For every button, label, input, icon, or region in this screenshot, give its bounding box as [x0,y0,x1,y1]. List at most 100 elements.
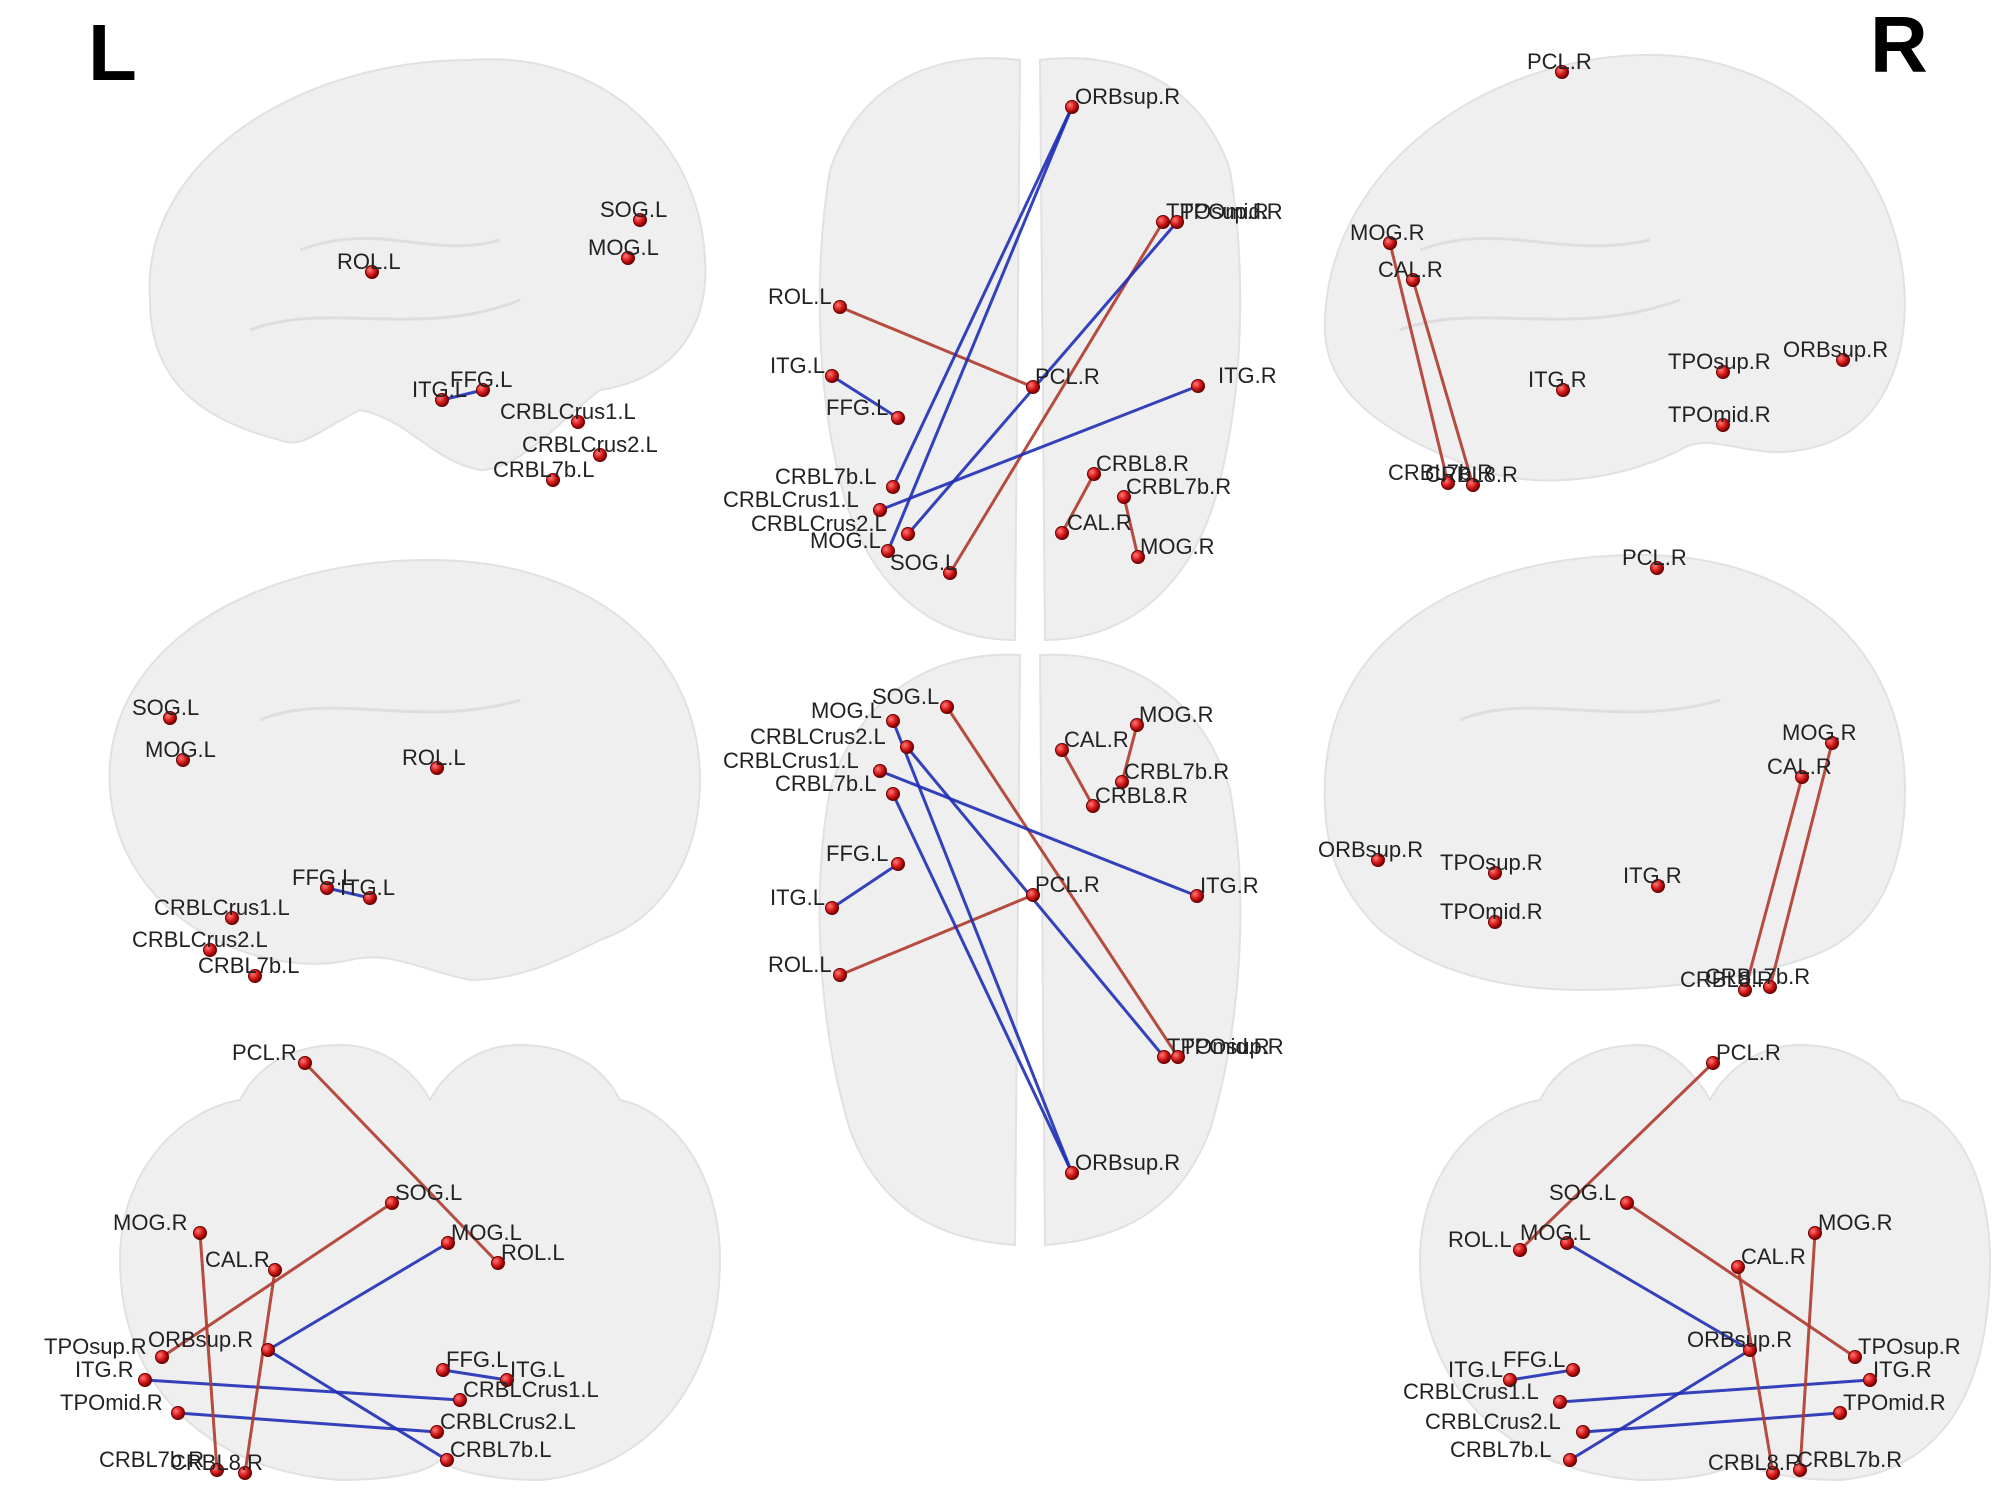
node-coronal-right-CRBL8.R [1766,1466,1780,1480]
left-hemisphere-label: L [88,8,137,97]
node-lateral-left-MOG.L [621,251,635,265]
edge-coronal-right-CRBL7b.R-MOG.R [1798,1231,1817,1472]
node-label-coronal-left-FFG.L: FFG.L [446,1347,508,1372]
node-axial-bottom-TPOsup.R [1171,1050,1185,1064]
node-coronal-right-CRBL7b.L [1563,1453,1577,1467]
node-axial-bottom-CRBL7b.L [886,787,900,801]
node-coronal-left-ITG.R [138,1373,152,1387]
brain-lateral-right [1323,53,1907,482]
node-axial-top-CRBL8.R [1087,467,1101,481]
edge-coronal-right-MOG.L-ORBsup.R [1565,1241,1752,1352]
node-label-medial-right-PCL.R: PCL.R [1622,545,1687,570]
node-label-medial-left-ITG.L: ITG.L [340,875,395,900]
node-label-lateral-left-CRBL7b.L: CRBL7b.L [493,457,595,482]
edge-coronal-right-CRBL8.R-CAL.R [1736,1265,1775,1475]
node-label-lateral-right-PCL.R: PCL.R [1527,49,1592,74]
node-coronal-left-MOG.L [441,1236,455,1250]
node-coronal-left-MOG.R [193,1226,207,1240]
node-axial-top-SOG.L [943,566,957,580]
node-label-coronal-left-MOG.R: MOG.R [113,1210,188,1235]
node-label-axial-top-ORBsup.R: ORBsup.R [1075,84,1180,109]
node-label-lateral-left-SOG.L: SOG.L [600,197,667,222]
node-lateral-left-CRBL7b.L [546,473,560,487]
node-label-lateral-right-CRBL8.R: CRBL8.R [1425,462,1518,487]
node-label-axial-bottom-CRBL7b.R: CRBL7b.R [1124,759,1229,784]
node-coronal-left-CRBL7b.L [440,1453,454,1467]
node-axial-bottom-TPOmid.R [1157,1050,1171,1064]
edge-axial-top-MOG.L-ORBsup.R [886,105,1074,553]
node-label-axial-top-CRBL8.R: CRBL8.R [1096,451,1189,476]
edge-axial-top-CRBL7b.L-ORBsup.R [891,105,1074,489]
node-lateral-right-ORBsup.R [1836,353,1850,367]
node-coronal-left-PCL.R [298,1056,312,1070]
node-label-medial-right-TPOsup.R: TPOsup.R [1440,850,1543,875]
node-coronal-left-TPOmid.R [171,1406,185,1420]
node-label-coronal-left-TPOmid.R: TPOmid.R [60,1390,163,1415]
node-coronal-left-CAL.R [268,1263,282,1277]
edge-axial-top-CRBL8.R-CAL.R [1060,472,1096,535]
node-label-axial-bottom-TPOsup.R: TPOsup.R [1181,1034,1284,1059]
edge-axial-bottom-ITG.L-FFG.L [830,862,900,910]
node-label-lateral-left-ROL.L: ROL.L [337,249,401,274]
node-label-coronal-right-PCL.R: PCL.R [1716,1040,1781,1065]
edge-axial-top-CRBLCrus1.L-ITG.R [878,384,1200,512]
edge-lateral-right-CRBL7b.R-MOG.R [1388,241,1450,485]
node-coronal-left-ORBsup.R [261,1343,275,1357]
node-label-lateral-left-CRBLCrus2.L: CRBLCrus2.L [522,432,658,457]
edge-medial-left-ITG.L-FFG.L [325,886,372,900]
node-label-axial-top-MOG.L: MOG.L [810,528,881,553]
node-coronal-left-CRBLCrus1.L [453,1393,467,1407]
node-lateral-left-ROL.L [365,265,379,279]
edge-coronal-right-CRBLCrus2.L-TPOmid.R [1581,1411,1842,1434]
node-label-coronal-left-CRBL7b.R: CRBL7b.R [99,1447,204,1472]
node-lateral-right-ITG.R [1556,383,1570,397]
brain-axial-bottom [818,653,1022,1247]
node-axial-bottom-CAL.R [1055,743,1069,757]
edge-medial-right-CRBL7b.R-MOG.R [1768,741,1834,989]
edge-coronal-left-CRBL7b.R-MOG.R [198,1231,219,1472]
edge-axial-bottom-ROL.L-PCL.R [838,893,1035,977]
node-label-coronal-right-MOG.R: MOG.R [1818,1210,1893,1235]
node-medial-right-ITG.R [1651,879,1665,893]
node-label-axial-top-CAL.R: CAL.R [1067,510,1132,535]
node-label-axial-bottom-ORBsup.R: ORBsup.R [1075,1150,1180,1175]
node-coronal-left-SOG.L [385,1196,399,1210]
node-axial-top-TPOmid.R [1170,215,1184,229]
node-coronal-left-ITG.L [500,1373,514,1387]
node-axial-bottom-MOG.L [886,714,900,728]
node-label-lateral-left-ITG.L: ITG.L [412,377,467,402]
node-coronal-right-ORBsup.R [1743,1343,1757,1357]
node-axial-bottom-CRBLCrus1.L [873,764,887,778]
right-hemisphere-label: R [1870,0,1928,89]
node-coronal-right-TPOsup.R [1848,1350,1862,1364]
node-label-axial-bottom-ITG.L: ITG.L [770,885,825,910]
node-label-axial-top-PCL.R: PCL.R [1035,364,1100,389]
node-label-lateral-right-CAL.R: CAL.R [1378,257,1443,282]
node-axial-top-FFG.L [891,411,905,425]
node-label-coronal-left-TPOsup.R: TPOsup.R [44,1334,147,1359]
node-label-medial-right-MOG.R: MOG.R [1782,720,1857,745]
node-label-coronal-right-ITG.R: ITG.R [1873,1357,1932,1382]
node-medial-right-CRBL8.R [1738,983,1752,997]
node-coronal-right-ITG.R [1863,1373,1877,1387]
edge-coronal-right-ROL.L-PCL.R [1518,1061,1715,1252]
node-lateral-left-ITG.L [435,393,449,407]
node-coronal-right-TPOmid.R [1833,1406,1847,1420]
edge-axial-bottom-CRBL7b.R-MOG.R [1120,723,1139,784]
node-label-coronal-right-CRBL8.R: CRBL8.R [1708,1450,1801,1475]
node-coronal-left-TPOsup.R [155,1350,169,1364]
node-lateral-right-CAL.R [1406,273,1420,287]
edge-lateral-left-ITG.L-FFG.L [440,388,485,402]
node-label-lateral-right-ORBsup.R: ORBsup.R [1783,337,1888,362]
node-axial-bottom-ITG.L [825,901,839,915]
node-medial-right-ORBsup.R [1371,853,1385,867]
node-medial-right-CAL.R [1795,770,1809,784]
node-label-medial-right-CAL.R: CAL.R [1767,754,1832,779]
node-axial-bottom-PCL.R [1026,888,1040,902]
node-label-axial-bottom-ITG.R: ITG.R [1200,873,1259,898]
node-label-lateral-left-MOG.L: MOG.L [588,235,659,260]
brain-medial-right [1323,553,1907,992]
edge-axial-bottom-CRBL7b.L-ORBsup.R [891,792,1074,1175]
node-label-axial-top-CRBL7b.L: CRBL7b.L [775,464,877,489]
edge-coronal-left-SOG.L-TPOsup.R [160,1201,394,1359]
